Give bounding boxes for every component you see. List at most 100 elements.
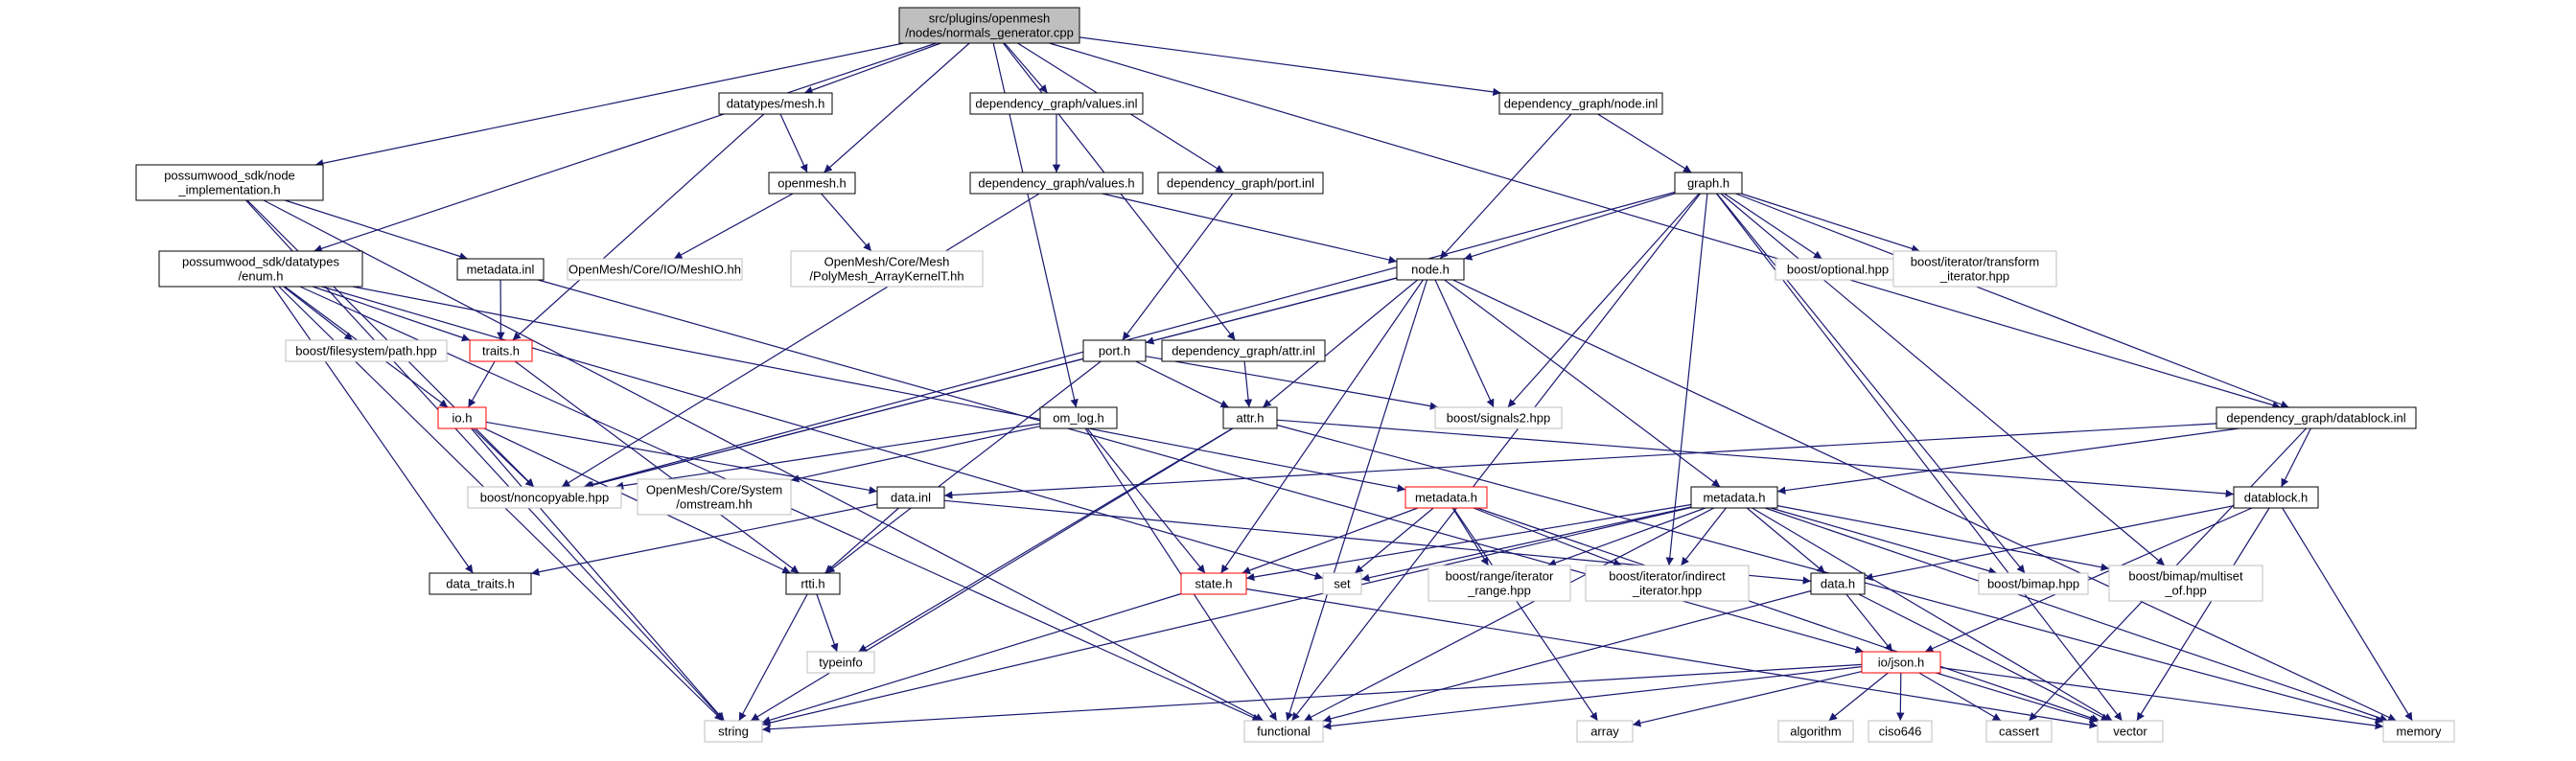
edge-metadata_h-to-boost_range — [1548, 508, 1706, 565]
edge-rtti_h-to-typeinfo — [817, 594, 837, 652]
node-label: /nodes/normals_generator.cpp — [905, 26, 1074, 40]
node-label: vector — [2113, 725, 2147, 739]
node-label: boost/iterator/indirect — [1609, 569, 1726, 584]
edge-port_h-to-rtti_h — [826, 361, 1101, 573]
node-metadata-h[interactable]: metadata.h — [1691, 487, 1777, 508]
node-node-h[interactable]: node.h — [1397, 259, 1464, 280]
node-openmesh-h[interactable]: openmesh.h — [769, 173, 855, 194]
node-dg-node-inl[interactable]: dependency_graph/node.inl — [1499, 93, 1662, 114]
node-possumwood-node-impl[interactable]: possumwood_sdk/node_implementation.h — [136, 165, 323, 200]
edge-dg_port_inl-to-port_h — [1123, 194, 1233, 340]
node-root[interactable]: src/plugins/openmesh/nodes/normals_gener… — [899, 8, 1079, 43]
node-attr-h[interactable]: attr.h — [1223, 407, 1277, 428]
node-label: openmesh.h — [777, 176, 847, 191]
node-state-h[interactable]: state.h — [1181, 573, 1246, 594]
edge-data_h-to-functional — [1323, 591, 1811, 722]
node-port-h[interactable]: port.h — [1083, 340, 1146, 361]
node-possumwood-enum[interactable]: possumwood_sdk/datatypes/enum.h — [159, 251, 362, 287]
node-boost-transform[interactable]: boost/iterator/transform_iterator.hpp — [1893, 251, 2056, 287]
node-graph-h[interactable]: graph.h — [1675, 173, 1742, 194]
edge-metadata_h_red-to-state_h — [1242, 508, 1418, 573]
edge-graph_h-to-node_h — [1464, 194, 1675, 259]
node-data-traits-h[interactable]: data_traits.h — [429, 573, 531, 594]
node-set[interactable]: set — [1323, 573, 1361, 594]
node-datatypes-mesh[interactable]: datatypes/mesh.h — [719, 93, 832, 114]
node-label: traits.h — [482, 344, 520, 358]
node-boost-optional[interactable]: boost/optional.hpp — [1775, 259, 1900, 280]
node-label: /PolyMesh_ArrayKernelT.hh — [809, 269, 963, 284]
node-boost-range[interactable]: boost/range/iterator_range.hpp — [1428, 565, 1570, 601]
edge-openmesh_h-to-polymesh_hh — [822, 194, 871, 251]
node-label: dependency_graph/values.inl — [975, 97, 1137, 111]
edge-io_json_h-to-functional — [1323, 667, 1862, 727]
node-io-json-h[interactable]: io/json.h — [1862, 652, 1940, 673]
node-label: dependency_graph/values.h — [978, 176, 1134, 191]
node-traits-h[interactable]: traits.h — [470, 340, 532, 361]
node-omstream-hh[interactable]: OpenMesh/Core/System/omstream.hh — [638, 479, 791, 515]
node-dg-port-inl[interactable]: dependency_graph/port.inl — [1158, 173, 1323, 194]
edge-metadata_h-to-data_h — [1747, 508, 1825, 573]
edge-dg_values_h-to-node_h — [1102, 194, 1397, 262]
edge-root-to-dg_values_inl — [1005, 43, 1048, 93]
node-boost-signals2[interactable]: boost/signals2.hpp — [1435, 407, 1562, 428]
node-label: OpenMesh/Core/System — [646, 483, 782, 497]
node-io-h[interactable]: io.h — [438, 407, 486, 428]
node-label: _iterator.hpp — [1632, 584, 1702, 598]
node-label: dependency_graph/datablock.inl — [2226, 411, 2405, 426]
node-ciso646[interactable]: ciso646 — [1868, 721, 1932, 742]
node-typeinfo[interactable]: typeinfo — [807, 652, 874, 673]
node-label: /enum.h — [239, 269, 284, 284]
node-label: io/json.h — [1878, 656, 1924, 670]
node-array[interactable]: array — [1577, 721, 1633, 742]
node-boost-noncopyable[interactable]: boost/noncopyable.hpp — [468, 487, 621, 508]
node-functional[interactable]: functional — [1244, 721, 1323, 742]
node-label: src/plugins/openmesh — [929, 12, 1050, 26]
node-metadata-h-red[interactable]: metadata.h — [1405, 487, 1487, 508]
node-label: _of.hpp — [2164, 584, 2206, 598]
edge-datablock_h-to-memory — [2283, 508, 2413, 721]
node-boost-filesystem[interactable]: boost/filesystem/path.hpp — [286, 340, 447, 361]
node-rtti-h[interactable]: rtti.h — [786, 573, 840, 594]
node-data-inl[interactable]: data.inl — [877, 487, 944, 508]
node-datablock-h[interactable]: datablock.h — [2234, 487, 2318, 508]
node-label: dependency_graph/port.inl — [1167, 176, 1314, 191]
node-label: possumwood_sdk/node — [164, 169, 295, 183]
node-memory[interactable]: memory — [2383, 721, 2454, 742]
node-label: boost/iterator/transform — [1911, 255, 2039, 269]
node-cassert[interactable]: cassert — [1986, 721, 2052, 742]
node-algorithm[interactable]: algorithm — [1778, 721, 1853, 742]
node-boost-multiset[interactable]: boost/bimap/multiset_of.hpp — [2109, 565, 2263, 601]
edges-layer — [246, 37, 2413, 729]
node-label: algorithm — [1790, 725, 1841, 739]
node-dg-values-h[interactable]: dependency_graph/values.h — [970, 173, 1143, 194]
node-label: metadata.h — [1703, 491, 1765, 505]
node-label: boost/bimap.hpp — [1987, 577, 2079, 591]
node-metadata-inl[interactable]: metadata.inl — [457, 259, 544, 280]
edge-root-to-possumwood_enum — [313, 43, 936, 251]
edge-rtti_h-to-string — [739, 594, 807, 721]
node-label: graph.h — [1687, 176, 1729, 191]
edge-io_json_h-to-algorithm — [1829, 673, 1889, 721]
node-meshio-hh[interactable]: OpenMesh/Core/IO/MeshIO.hh — [568, 259, 742, 280]
node-dg-attr-inl[interactable]: dependency_graph/attr.inl — [1162, 340, 1325, 361]
node-boost-indirect[interactable]: boost/iterator/indirect_iterator.hpp — [1586, 565, 1749, 601]
node-vector[interactable]: vector — [2098, 721, 2163, 742]
edge-metadata_h-to-boost_indirect — [1682, 508, 1727, 565]
node-label: typeinfo — [819, 656, 863, 670]
node-data-h[interactable]: data.h — [1811, 573, 1865, 594]
edge-dg_datablock_inl-to-datablock_h — [2282, 428, 2311, 487]
node-om-log-h[interactable]: om_log.h — [1040, 407, 1117, 428]
node-polymesh-hh[interactable]: OpenMesh/Core/Mesh/PolyMesh_ArrayKernelT… — [791, 251, 983, 287]
edge-datatypes_mesh-to-openmesh_h — [780, 114, 807, 173]
edge-state_h-to-vector — [1246, 589, 2098, 726]
node-dg-datablock-inl[interactable]: dependency_graph/datablock.inl — [2216, 407, 2416, 428]
edge-dg_attr_inl-to-attr_h — [1244, 361, 1249, 407]
node-label: state.h — [1195, 577, 1232, 591]
node-dg-values-inl[interactable]: dependency_graph/values.inl — [970, 93, 1143, 114]
node-boost-bimap[interactable]: boost/bimap.hpp — [1979, 573, 2088, 594]
node-string[interactable]: string — [705, 721, 762, 742]
edge-datablock_h-to-vector — [2137, 508, 2269, 721]
node-label: _implementation.h — [177, 183, 280, 197]
